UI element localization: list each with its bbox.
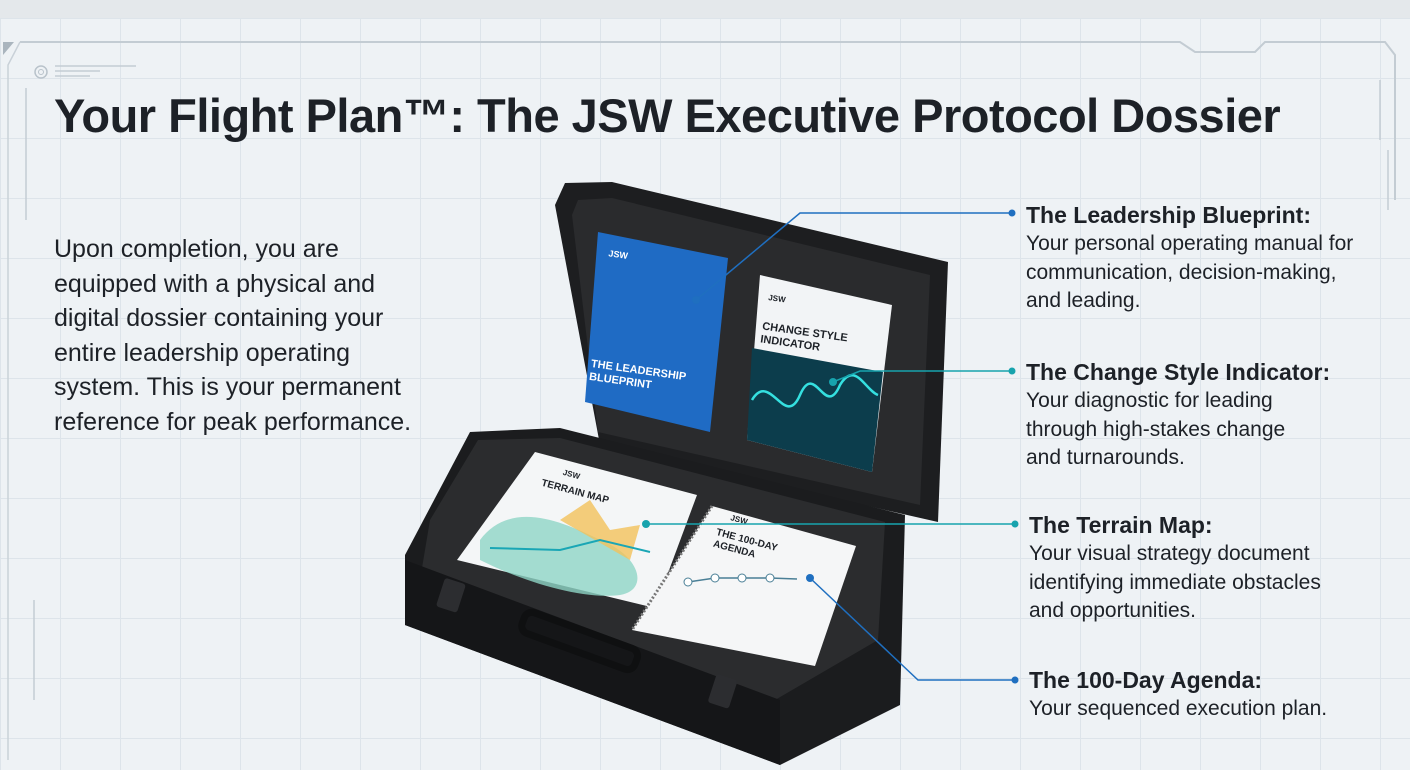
book-leadership-blueprint: JSW THE LEADERSHIP BLUEPRINT	[585, 232, 728, 432]
callout-description: Your visual strategy document identifyin…	[1029, 542, 1321, 622]
callout-description: Your personal operating manual for commu…	[1026, 232, 1354, 312]
callout-description: Your sequenced execution plan.	[1029, 697, 1328, 720]
leader-line-agenda	[806, 574, 1019, 684]
book-brand: JSW	[608, 248, 629, 261]
svg-text:JSW: JSW	[729, 513, 749, 526]
leader-line-change	[829, 367, 1016, 386]
case-handle-icon	[518, 608, 642, 674]
case-latch-left-icon	[436, 578, 466, 613]
callout-heading: The Change Style Indicator:	[1026, 359, 1331, 385]
case-front	[405, 560, 780, 765]
svg-text:JSW: JSW	[562, 468, 582, 481]
callout-heading: The 100-Day Agenda:	[1029, 667, 1263, 693]
callout-terrain-map: The Terrain Map: Your visual strategy do…	[1029, 510, 1409, 626]
book-terrain-map: JSW TERRAIN MAP	[457, 452, 697, 608]
leader-line-terrain	[642, 520, 1019, 528]
callout-description: Your diagnostic for leading through high…	[1026, 389, 1286, 469]
case-latch-right-icon	[708, 674, 737, 709]
callout-heading: The Leadership Blueprint:	[1026, 202, 1311, 228]
callout-change-style-indicator: The Change Style Indicator: Your diagnos…	[1026, 357, 1406, 473]
book-100-day-agenda: JSW THE 100-DAY AGENDA	[630, 505, 856, 666]
leader-line-blueprint	[692, 209, 1016, 304]
page-title: Your Flight Plan™: The JSW Executive Pro…	[54, 89, 1281, 142]
svg-text:JSW: JSW	[768, 293, 787, 304]
callout-leadership-blueprint: The Leadership Blueprint: Your personal …	[1026, 200, 1406, 316]
intro-paragraph: Upon completion, you are equipped with a…	[54, 235, 412, 436]
callout-100-day-agenda: The 100-Day Agenda: Your sequenced execu…	[1029, 665, 1409, 724]
book-change-style-indicator: JSW CHANGE STYLE INDICATOR	[747, 275, 892, 472]
callout-heading: The Terrain Map:	[1029, 512, 1213, 538]
